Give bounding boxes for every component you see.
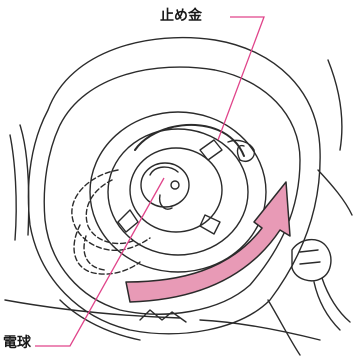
- connector-plug: [291, 239, 332, 282]
- socket-inner-ring: [129, 147, 223, 233]
- curved-arrow-icon: [125, 181, 291, 303]
- socket-outer-ring: [89, 111, 267, 273]
- socket-mid-ring: [107, 128, 249, 256]
- housing-outline: [27, 36, 321, 335]
- stopper-leader-line: [217, 16, 265, 141]
- label-bulb: 電球: [3, 335, 31, 351]
- bulb-base: [140, 162, 190, 208]
- label-retaining-clip: 止め金: [160, 8, 202, 24]
- housing-inner-ring: [43, 66, 301, 315]
- harness-wire: [71, 169, 151, 252]
- bulb-leader-line: [35, 177, 165, 347]
